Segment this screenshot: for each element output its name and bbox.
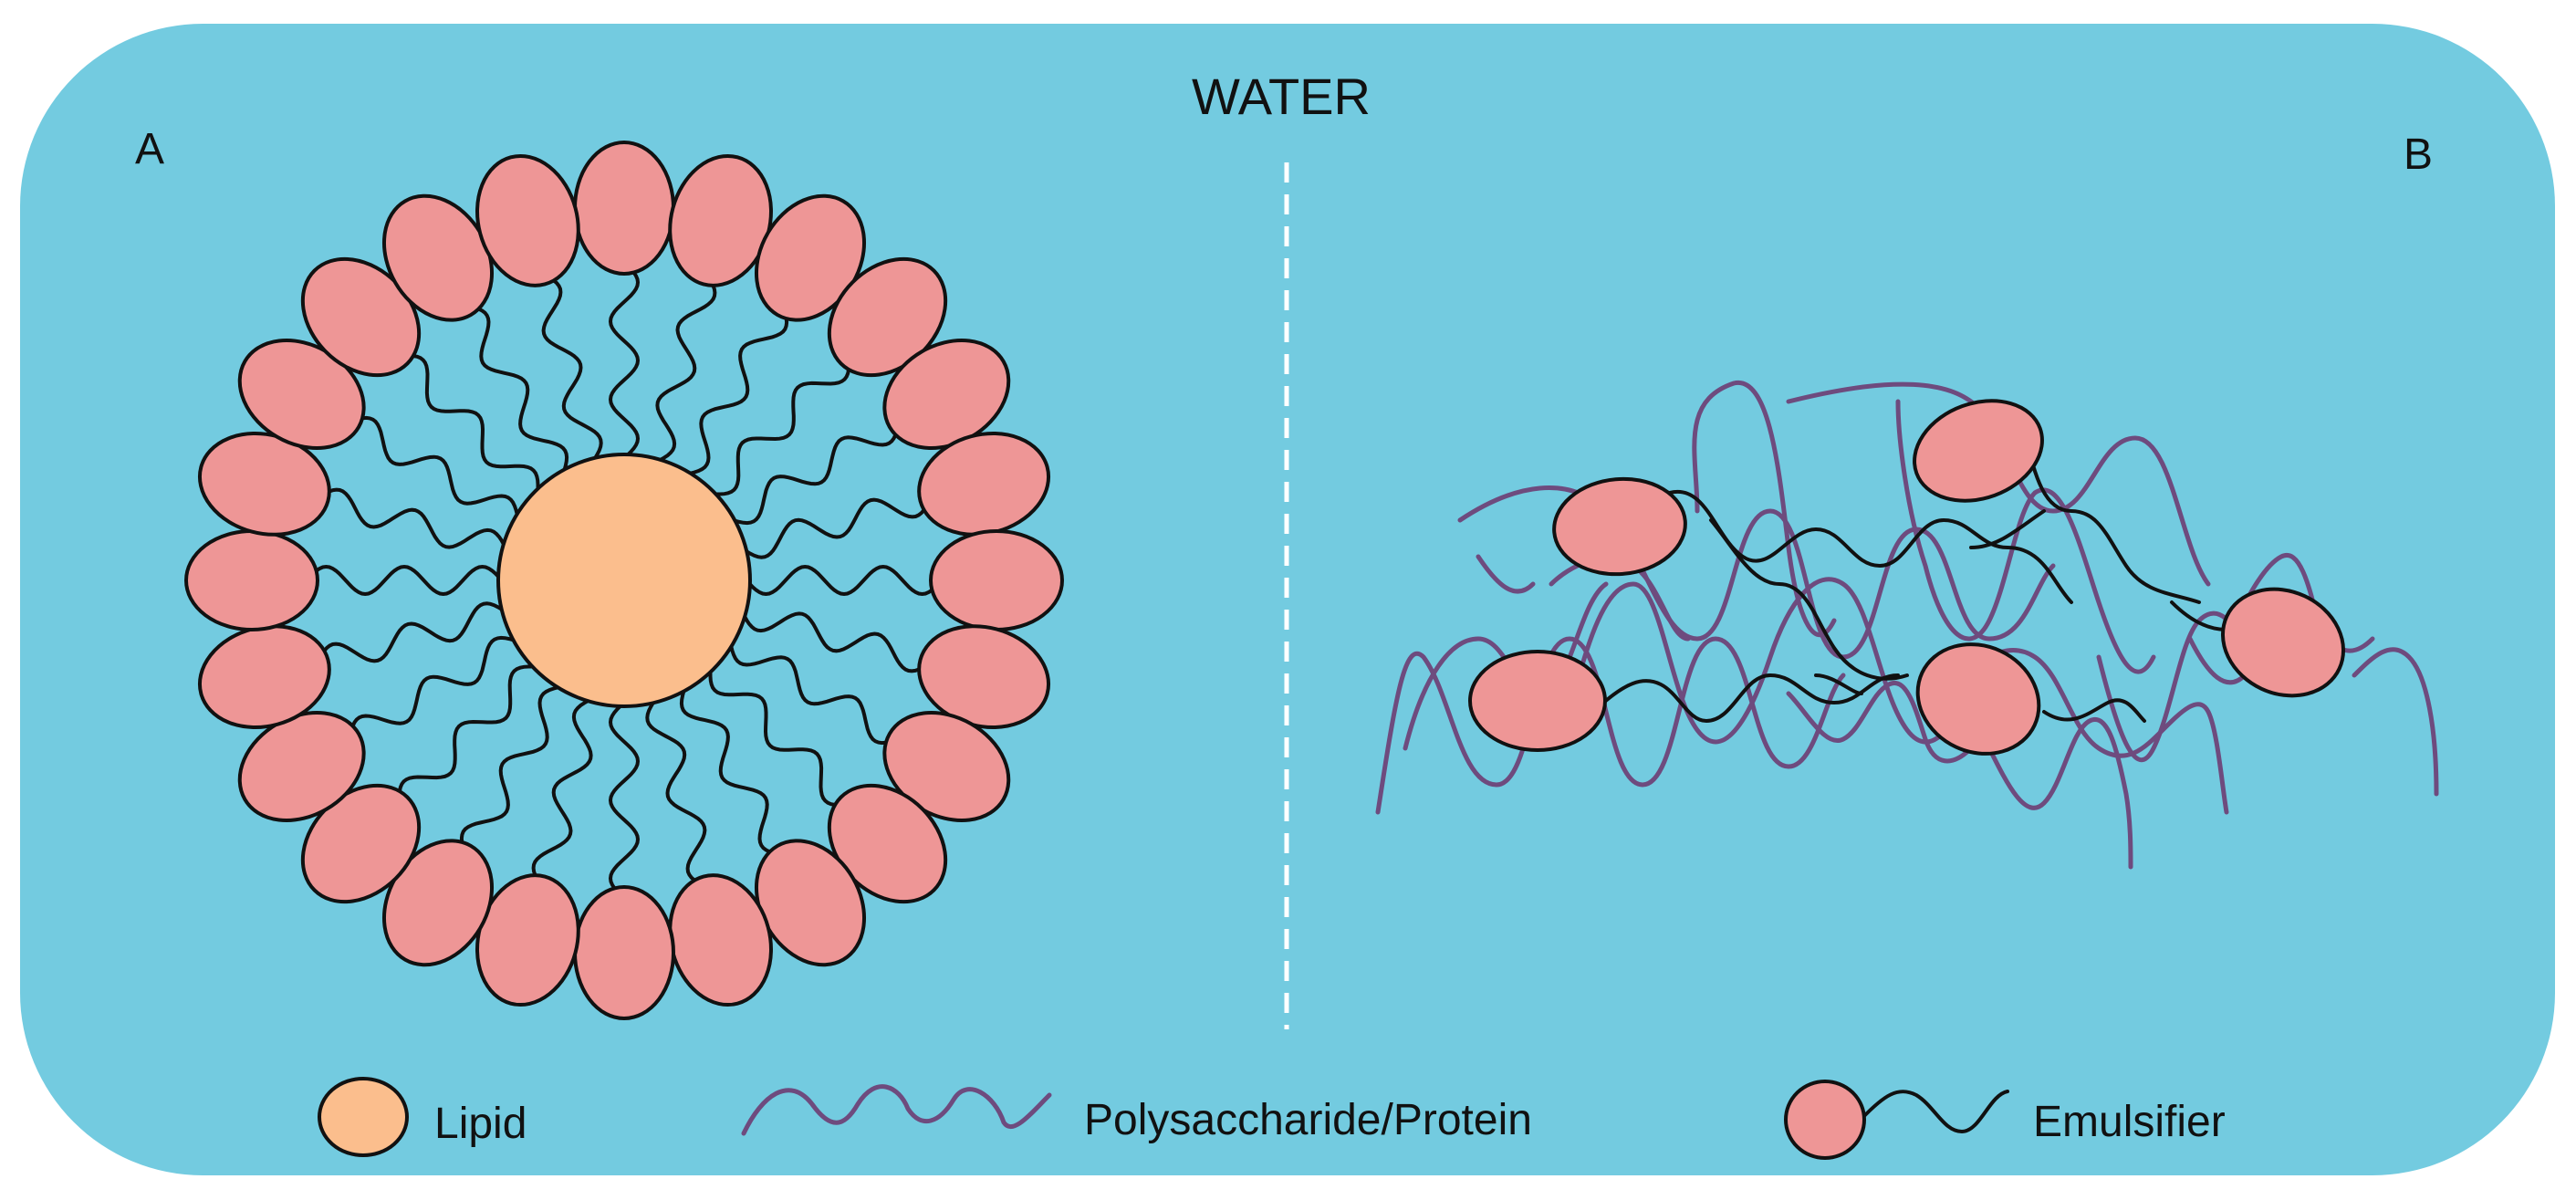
panel-a-label: A [135,125,165,173]
emulsifier-tail [316,601,507,664]
polysaccharide-strand [1987,717,2133,870]
emulsifier-tail [728,641,900,746]
polysaccharide-strand [1476,554,1536,594]
emulsifier-tail [540,272,603,464]
polysaccharide-strand [2352,647,2439,797]
polysaccharide-strand [1786,680,1974,764]
emulsifier-tail [316,487,508,550]
micelle-heads [184,141,1064,1020]
legend-emulsifier-tail-icon [1860,1090,2009,1134]
emulsifier-tail [608,701,641,900]
legend-polysaccharide-label: Polysaccharide/Protein [1084,1096,1532,1144]
complex-emulsifier-heads [1468,399,2346,756]
emulsifier-head [475,153,580,287]
emulsifier-tail [2024,436,2201,604]
emulsifier-tail [740,610,933,673]
emulsifier-tail [2042,698,2146,723]
complex-emulsifier-tails [1600,436,2228,724]
legend-emulsifier-label: Emulsifier [2033,1098,2226,1146]
emulsifier-tail [1969,509,2046,549]
emulsifier-tail [1709,518,1909,681]
emulsifier-tail [459,684,564,856]
emulsifier-tail [645,697,708,889]
legend-lipid-icon [318,1077,409,1157]
emulsifier-tail [608,261,641,460]
emulsifier-tail [1814,673,1863,695]
emulsifier-head [1915,642,2041,756]
polysaccharide-strand [1567,577,1983,745]
emulsifier-tail [654,272,717,464]
emulsifier-tail [684,305,789,476]
polysaccharide-complex-group [1375,381,2439,870]
emulsifier-tail [464,303,569,475]
emulsifier-tail [347,635,519,740]
polysaccharide-strand [1786,381,2211,587]
emulsifier-head [929,529,1064,631]
water-label: WATER [1192,68,1371,125]
emulsifier-tail [531,696,594,889]
emulsifier-head [184,529,319,631]
polysaccharide-strand [1895,399,2156,674]
polysaccharide-strand [1692,381,1837,638]
legend-polysaccharide-icon [741,1084,1052,1136]
emulsifier-head [2220,587,2346,698]
water-background [20,24,2555,1175]
legend-emulsifier-head-icon [1784,1080,1866,1160]
legend-lipid-label: Lipid [434,1100,527,1148]
micelle-group [184,141,1064,1020]
emulsifier-tail [397,664,538,806]
emulsifier-tail [729,421,902,526]
emulsifier-head [573,885,675,1020]
legend-graphics [318,1077,2009,1160]
emulsifier-tail [399,353,540,495]
emulsifier-tail [679,685,784,858]
polysaccharide-strand [2096,610,2247,763]
lipid-droplet [496,453,752,708]
emulsifier-tail [710,355,851,496]
emulsifier-tail [349,415,520,520]
emulsifier-head [1552,476,1687,577]
panel-b-label: B [2404,130,2434,179]
emulsifier-tail [305,564,504,597]
emulsifier-tail [1600,673,1900,724]
micelle-tails [305,261,944,900]
emulsifier-tail [741,496,933,559]
emulsifier-head [1913,399,2044,503]
emulsifier-tail [745,564,944,597]
emulsifier-head [573,141,675,276]
emulsifier-head [1468,650,1607,752]
polysaccharide-strand [2187,636,2247,685]
emulsifier-tail [708,666,850,808]
emulsifier-tail [1668,489,2073,604]
